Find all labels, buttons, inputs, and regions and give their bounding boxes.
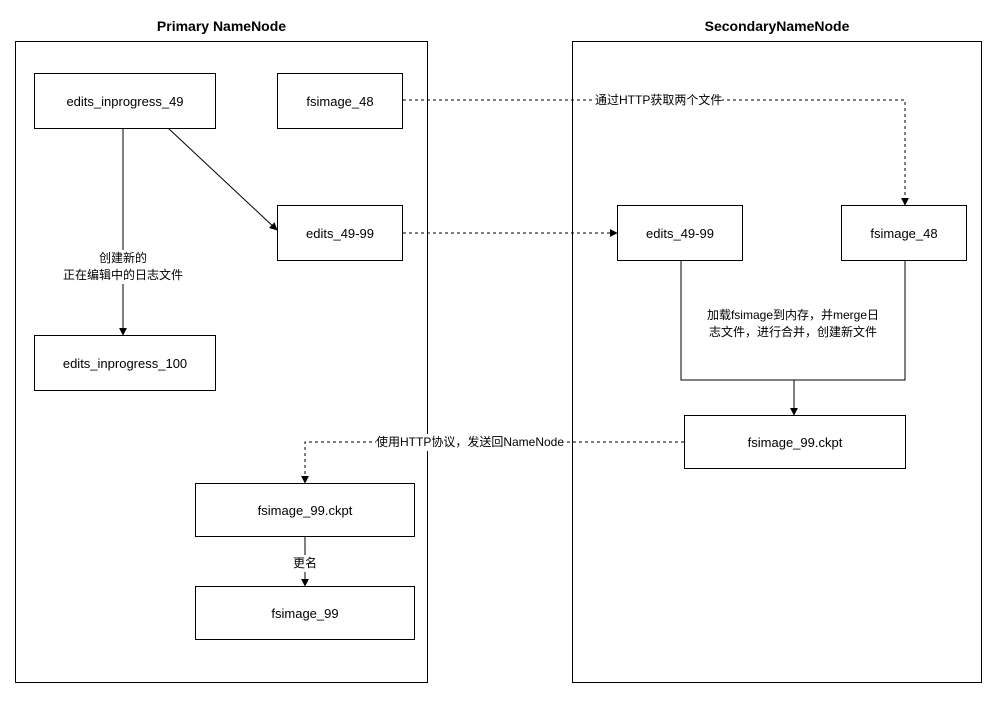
edge-roll-edits	[167, 127, 278, 231]
send-back-label: 使用HTTP协议，发送回NameNode	[376, 434, 565, 451]
fsimage-48-primary-node: fsimage_48	[277, 73, 403, 129]
edits-inprogress-49-node: edits_inprogress_49	[34, 73, 216, 129]
create-new-label-line2: 正在编辑中的日志文件	[48, 267, 198, 284]
rename-label: 更名	[290, 555, 320, 572]
edits-inprogress-100-node: edits_inprogress_100	[34, 335, 216, 391]
fsimage-48-secondary-node: fsimage_48	[841, 205, 967, 261]
secondary-namenode-title: SecondaryNameNode	[704, 18, 850, 34]
secondary-namenode-panel	[572, 41, 982, 683]
create-new-label-line1: 创建新的	[48, 250, 198, 267]
primary-namenode-title: Primary NameNode	[156, 18, 287, 34]
edits-49-99-primary-node: edits_49-99	[277, 205, 403, 261]
fsimage-99-ckpt-secondary-node: fsimage_99.ckpt	[684, 415, 906, 469]
fetch-http-label: 通过HTTP获取两个文件	[595, 92, 723, 109]
edits-49-99-secondary-node: edits_49-99	[617, 205, 743, 261]
load-merge-label-line1: 加载fsimage到内存，并merge日	[682, 307, 904, 324]
edge-merge	[680, 261, 906, 381]
fsimage-99-node: fsimage_99	[195, 586, 415, 640]
edge-fetch-fsimage	[403, 99, 909, 206]
fsimage-99-ckpt-primary-node: fsimage_99.ckpt	[195, 483, 415, 537]
load-merge-label-line2: 志文件，进行合并，创建新文件	[682, 324, 904, 341]
